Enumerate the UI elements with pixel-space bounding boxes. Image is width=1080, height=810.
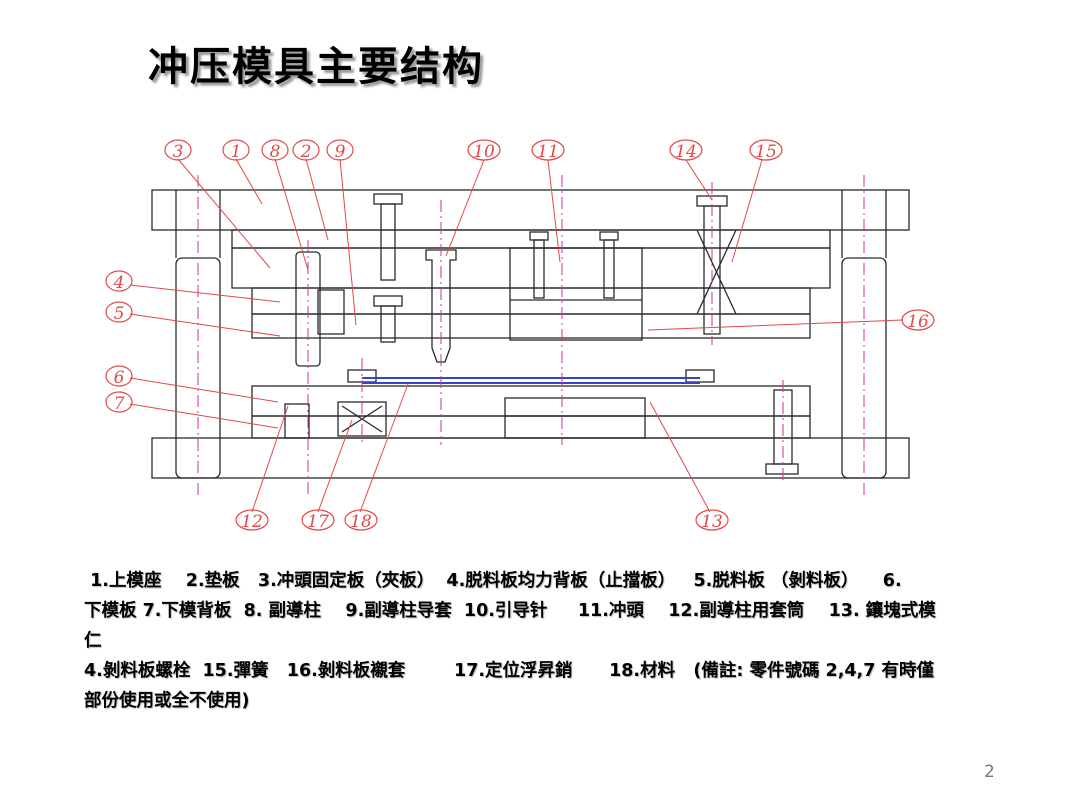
lower-die-plate <box>251 385 811 417</box>
svg-text:7: 7 <box>114 394 125 414</box>
page-number: 2 <box>984 762 995 782</box>
callout-1: 1 <box>222 139 250 162</box>
parts-legend: 1.上模座 2.垫板 3.冲頭固定板（夾板） 4.脱料板均力背板（止擋板） 5.… <box>84 566 1044 716</box>
svg-text:1: 1 <box>231 142 242 162</box>
legend-line: 部份使用或全不使用) <box>84 691 250 711</box>
callout-12: 12 <box>235 509 269 532</box>
die-structure <box>151 189 910 479</box>
svg-text:3: 3 <box>173 142 184 162</box>
callout-16: 16 <box>901 309 935 332</box>
callout-9: 9 <box>326 139 354 162</box>
svg-text:5: 5 <box>114 304 125 324</box>
leader-lines <box>129 158 904 513</box>
die-insert-13 <box>504 397 646 439</box>
callouts: 3 1 8 2 9 10 11 14 15 4 5 6 7 16 12 17 1… <box>105 139 935 532</box>
svg-text:18: 18 <box>350 512 372 532</box>
callout-18: 18 <box>344 509 378 532</box>
sub-guide-sleeve <box>284 403 310 439</box>
pilot-pin <box>425 249 457 363</box>
stamping-die-diagram: 3 1 8 2 9 10 11 14 15 4 5 6 7 16 12 17 1… <box>105 139 935 532</box>
legend-line: 仁 <box>84 631 102 651</box>
callout-14: 14 <box>669 139 703 162</box>
callout-17: 17 <box>301 509 335 532</box>
stripper-bolt-shank-left <box>380 203 396 281</box>
callout-6: 6 <box>105 365 133 388</box>
callout-8: 8 <box>261 139 289 162</box>
callout-15: 15 <box>749 139 783 162</box>
svg-text:15: 15 <box>755 142 777 162</box>
svg-text:4: 4 <box>113 273 125 293</box>
svg-text:2: 2 <box>300 142 312 162</box>
callout-11: 11 <box>531 139 565 162</box>
legend-line: 1.上模座 2.垫板 3.冲頭固定板（夾板） 4.脱料板均力背板（止擋板） 5.… <box>84 571 902 591</box>
svg-text:13: 13 <box>701 512 723 532</box>
lower-backing-plate <box>251 415 811 439</box>
svg-text:10: 10 <box>473 142 495 162</box>
sub-guide-bushing <box>317 289 345 335</box>
punch-holder-plate <box>231 247 831 289</box>
svg-text:6: 6 <box>114 368 125 388</box>
legend-line: 4.剝料板螺栓 15.彈簧 16.剝料板襯套 17.定位浮昇銷 18.材料 (備… <box>84 661 934 681</box>
centerlines <box>197 175 865 495</box>
page-title: 冲压模具主要结构 <box>148 44 484 90</box>
svg-text:11: 11 <box>537 142 559 162</box>
svg-text:14: 14 <box>675 142 697 162</box>
callout-7: 7 <box>105 391 133 414</box>
svg-text:8: 8 <box>270 142 281 162</box>
stripper-plate <box>251 313 811 339</box>
punch-11 <box>509 247 643 341</box>
callout-5: 5 <box>105 301 133 324</box>
svg-text:17: 17 <box>307 512 329 532</box>
callout-4: 4 <box>105 270 133 293</box>
stripper-bolt-shank-mid <box>380 305 396 343</box>
material-strip <box>362 377 700 384</box>
callout-13: 13 <box>695 509 729 532</box>
legend-line: 下模板 7.下模背板 8. 副導柱 9.副導柱导套 10.引导针 11.冲頭 1… <box>84 601 936 621</box>
svg-text:12: 12 <box>241 512 263 532</box>
stripper-bolt-head-left <box>373 193 403 205</box>
svg-text:9: 9 <box>335 142 346 162</box>
callout-10: 10 <box>467 139 501 162</box>
stripper-bolt-head-mid <box>373 295 403 307</box>
callout-2: 2 <box>292 139 320 162</box>
callout-3: 3 <box>164 139 192 162</box>
svg-text:16: 16 <box>907 312 929 332</box>
upper-die-base <box>151 189 910 231</box>
